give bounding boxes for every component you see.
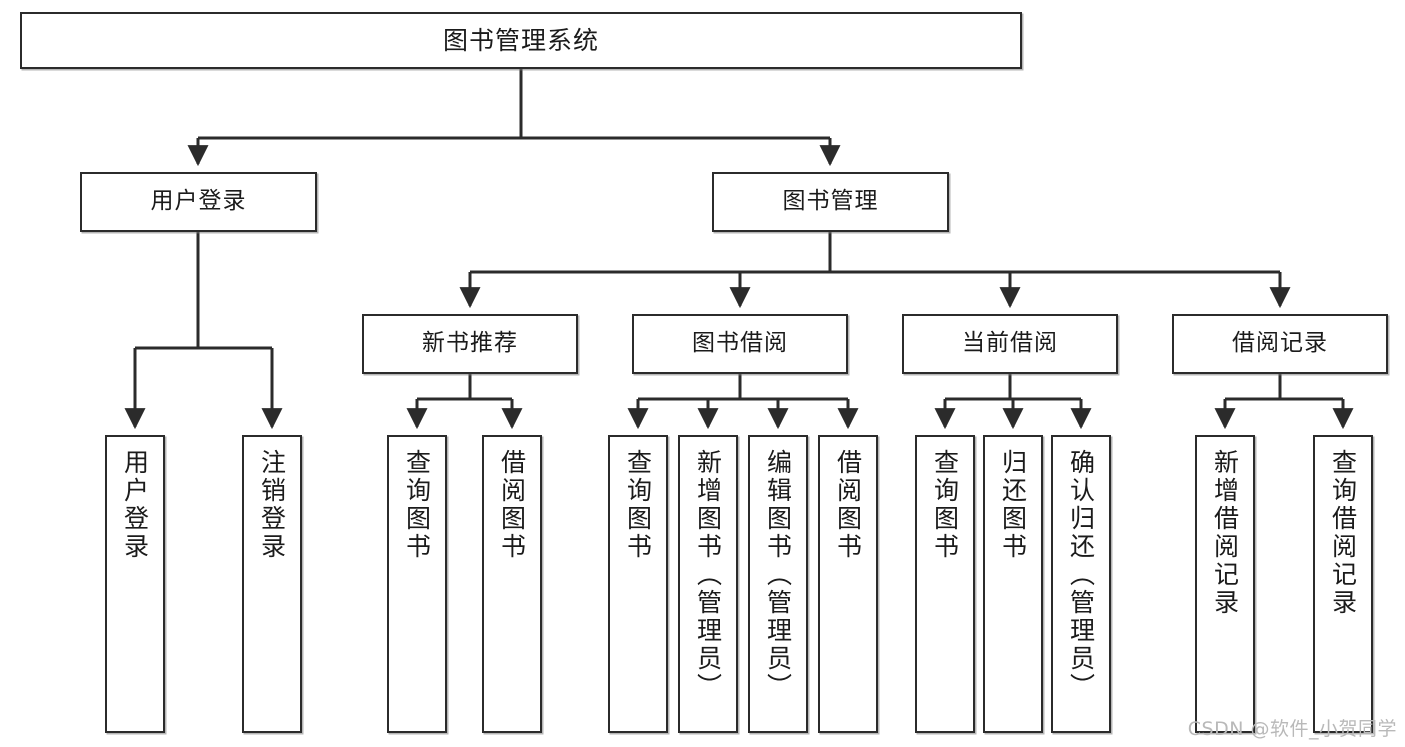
node-leaf-add-borrow-record[interactable]: 新增借阅记录 [1195,435,1255,733]
node-label: 新增图书（管理员） [693,449,723,701]
node-current-borrowing[interactable]: 当前借阅 [902,314,1118,374]
node-book-management[interactable]: 图书管理 [712,172,949,232]
node-label: 借阅图书 [497,449,527,561]
node-borrowing-records[interactable]: 借阅记录 [1172,314,1388,374]
node-leaf-add-book-admin[interactable]: 新增图书（管理员） [678,435,738,733]
node-leaf-confirm-return-admin[interactable]: 确认归还（管理员） [1051,435,1111,733]
node-leaf-query-borrow-record[interactable]: 查询借阅记录 [1313,435,1373,733]
node-label: 新书推荐 [422,330,518,357]
node-label: 查询借阅记录 [1328,449,1358,617]
node-leaf-return-books[interactable]: 归还图书 [983,435,1043,733]
node-book-management-system[interactable]: 图书管理系统 [20,12,1022,69]
node-label: 查询图书 [930,449,960,561]
node-label: 当前借阅 [962,330,1058,357]
node-new-book-recommendation[interactable]: 新书推荐 [362,314,578,374]
node-leaf-user-login[interactable]: 用户登录 [105,435,165,733]
node-leaf-query-books-borrow[interactable]: 查询图书 [608,435,668,733]
node-leaf-logout[interactable]: 注销登录 [242,435,302,733]
node-label: 查询图书 [623,449,653,561]
node-label: 注销登录 [257,449,287,561]
node-leaf-query-books-new[interactable]: 查询图书 [387,435,447,733]
node-label: 用户登录 [150,188,247,215]
node-label: 新增借阅记录 [1210,449,1240,617]
node-label: 图书管理 [782,188,879,215]
node-label: 图书管理系统 [442,25,599,55]
node-label: 编辑图书（管理员） [763,449,793,701]
node-leaf-borrow-books-new[interactable]: 借阅图书 [482,435,542,733]
node-label: 查询图书 [402,449,432,561]
node-leaf-borrow-books[interactable]: 借阅图书 [818,435,878,733]
node-label: 归还图书 [998,449,1028,561]
node-book-borrowing[interactable]: 图书借阅 [632,314,848,374]
node-label: 图书借阅 [692,330,788,357]
node-label: 用户登录 [120,449,150,561]
node-label: 借阅记录 [1232,330,1328,357]
node-leaf-edit-book-admin[interactable]: 编辑图书（管理员） [748,435,808,733]
watermark: CSDN @软件_小贺同学 [1187,718,1397,740]
node-user-login[interactable]: 用户登录 [80,172,317,232]
node-label: 借阅图书 [833,449,863,561]
node-leaf-query-books-current[interactable]: 查询图书 [915,435,975,733]
node-label: 确认归还（管理员） [1066,449,1096,701]
